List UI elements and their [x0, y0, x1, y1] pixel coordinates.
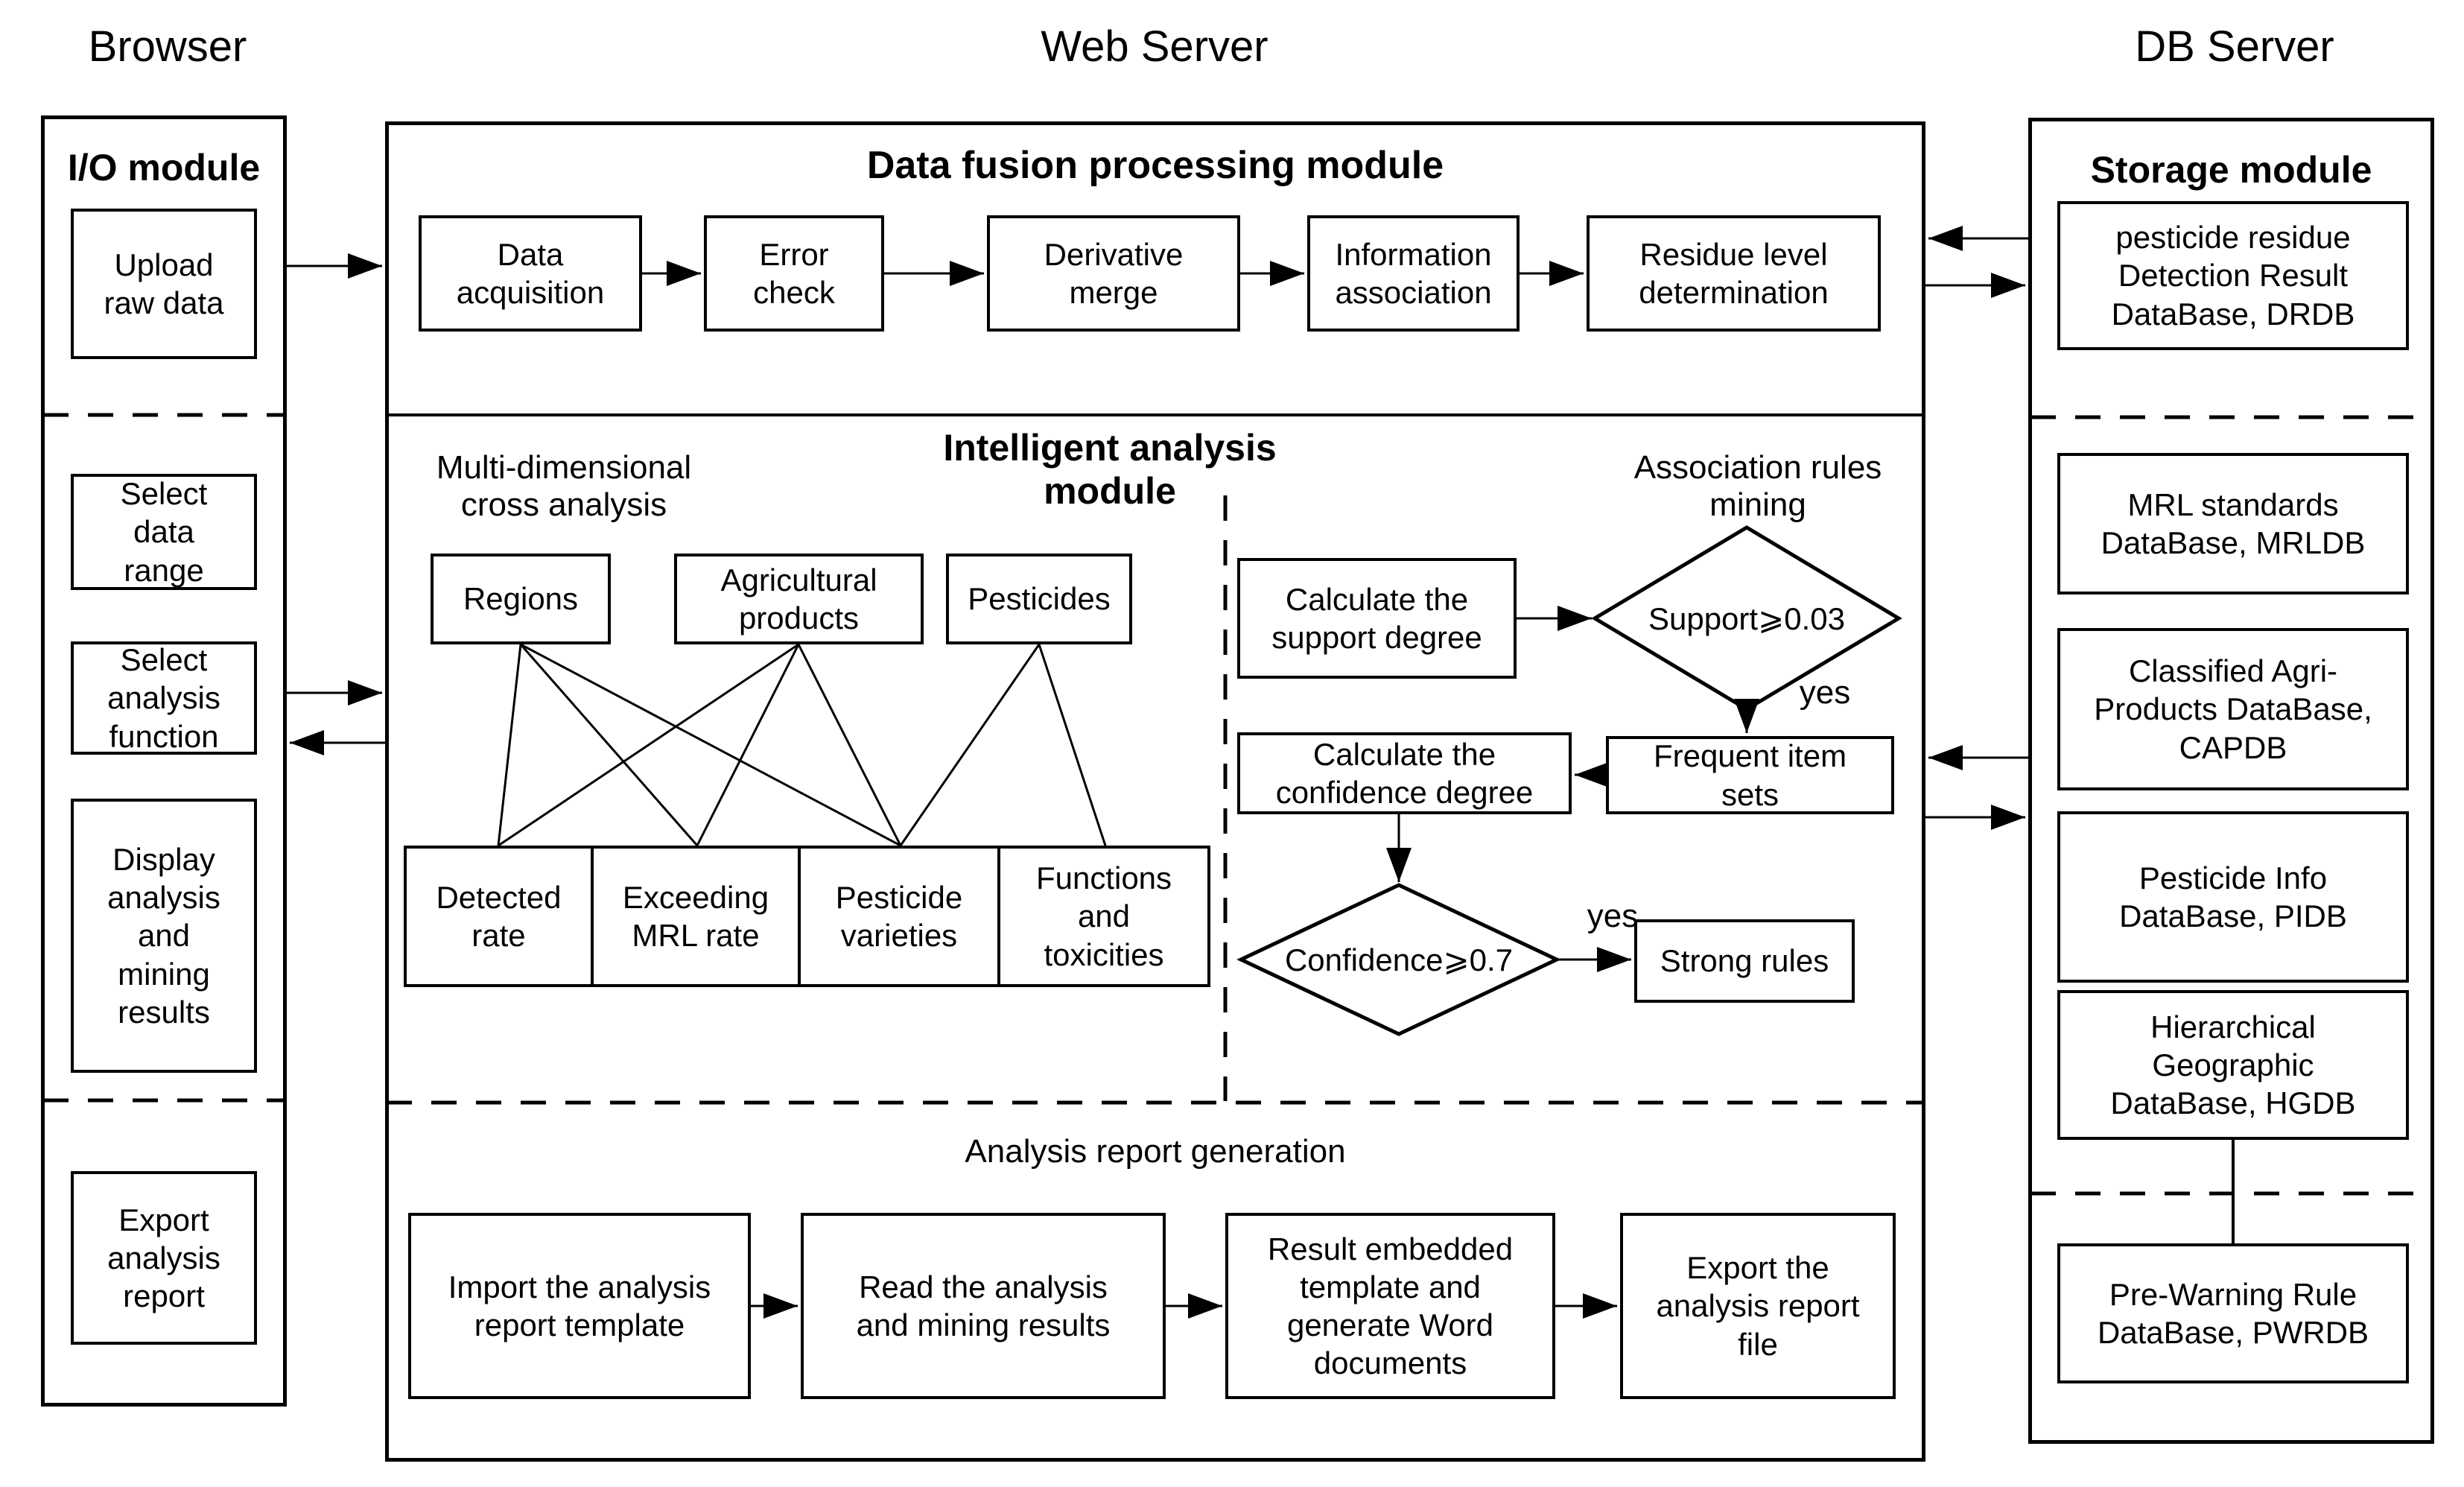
confidence-condition-text: Confidence⩾0.7	[1284, 942, 1514, 977]
display-results-box: Display analysis and mining results	[71, 799, 257, 1073]
association-rules-mining-label: Association rules mining	[1633, 449, 1882, 523]
functions-toxicities-box: Functions and toxicities	[997, 846, 1210, 987]
storage-module-title: Storage module	[2090, 149, 2372, 191]
frequent-item-sets-box: Frequent item sets	[1606, 736, 1894, 814]
pesticides-box: Pesticides	[946, 554, 1132, 644]
hgdb-box: Hierarchical Geographic DataBase, HGDB	[2057, 990, 2409, 1140]
column-title-browser: Browser	[88, 22, 247, 71]
calculate-support-degree-box: Calculate the support degree	[1237, 558, 1517, 679]
result-embedded-template-box: Result embedded template and generate Wo…	[1225, 1213, 1555, 1399]
information-association-box: Information association	[1307, 215, 1520, 332]
export-analysis-report-box: Export analysis report	[71, 1171, 257, 1345]
edge-agriproducts-exceeding-mrl	[696, 644, 800, 846]
column-title-db-server: DB Server	[2135, 22, 2334, 71]
capdb-box: Classified Agri- Products DataBase, CAPD…	[2057, 628, 2409, 790]
support-condition-text: Support⩾0.03	[1648, 600, 1846, 636]
exceeding-mrl-rate-box: Exceeding MRL rate	[591, 846, 801, 987]
error-check-box: Error check	[704, 215, 884, 332]
edge-regions-pesticide-varieties	[520, 643, 901, 847]
regions-box: Regions	[431, 554, 611, 644]
mrldb-box: MRL standards DataBase, MRLDB	[2057, 453, 2409, 595]
support-decision-diamond	[1591, 525, 1902, 711]
multidimensional-cross-analysis-label: Multi-dimensional cross analysis	[436, 449, 692, 523]
export-report-file-box: Export the analysis report file	[1620, 1213, 1896, 1399]
intelligent-analysis-module-title: Intelligent analysis module	[943, 427, 1277, 512]
confidence-yes-label: yes	[1587, 898, 1639, 934]
calculate-confidence-degree-box: Calculate the confidence degree	[1237, 732, 1572, 814]
data-acquisition-box: Data acquisition	[419, 215, 642, 332]
read-analysis-results-box: Read the analysis and mining results	[801, 1213, 1166, 1399]
edge-regions-detected-rate	[497, 644, 522, 846]
select-analysis-function-box: Select analysis function	[71, 641, 257, 755]
strong-rules-box: Strong rules	[1634, 919, 1855, 1003]
derivative-merge-box: Derivative merge	[987, 215, 1240, 332]
edge-pesticides-pesticide-varieties	[899, 644, 1041, 846]
detected-rate-box: Detected rate	[404, 846, 594, 987]
support-yes-label: yes	[1799, 674, 1851, 711]
browser-panel	[41, 115, 287, 1407]
db-server-panel	[2028, 118, 2434, 1444]
edge-pesticides-functions-toxicities	[1038, 644, 1107, 846]
import-report-template-box: Import the analysis report template	[408, 1213, 751, 1399]
pwrdb-box: Pre-Warning Rule DataBase, PWRDB	[2057, 1243, 2409, 1383]
analysis-report-generation-title: Analysis report generation	[965, 1132, 1346, 1170]
edge-agriproducts-detected-rate	[498, 643, 799, 847]
web-server-panel	[385, 121, 1925, 1462]
drdb-box: pesticide residue Detection Result DataB…	[2057, 201, 2409, 350]
pidb-box: Pesticide Info DataBase, PIDB	[2057, 811, 2409, 983]
upload-raw-data-box: Upload raw data	[71, 209, 257, 359]
agricultural-products-box: Agricultural products	[674, 554, 924, 644]
data-fusion-module-title: Data fusion processing module	[866, 144, 1444, 187]
io-module-title: I/O module	[67, 147, 261, 188]
pesticide-varieties-box: Pesticide varieties	[798, 846, 1000, 987]
residue-level-determination-box: Residue level determination	[1587, 215, 1881, 332]
column-title-web-server: Web Server	[1041, 22, 1268, 71]
select-data-range-box: Select data range	[71, 474, 257, 590]
edge-agriproducts-pesticide-varieties	[797, 644, 902, 846]
edge-regions-exceeding-mrl	[519, 644, 699, 846]
